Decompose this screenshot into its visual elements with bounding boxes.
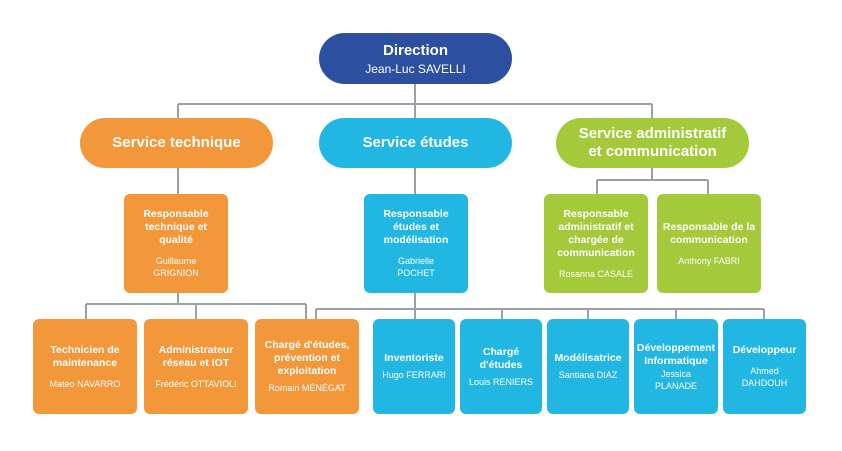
manager-communication-title: Responsable de la communication xyxy=(662,220,756,246)
service-technique-node: Service technique xyxy=(80,118,273,168)
staff-reseau-title: Administrateur réseau et IOT xyxy=(158,343,234,369)
staff-charge-etudes-name: Louis RENIERS xyxy=(468,376,534,387)
manager-etudes-title: Responsable études et modélisation xyxy=(383,208,449,246)
staff-modelisatrice-name: Santiana DIAZ xyxy=(558,370,618,380)
service-admin-title-line1: Service administratif xyxy=(578,125,727,142)
manager-admin-name: Rosanna CASALE xyxy=(558,268,634,279)
staff-inventoriste-title: Inventoriste xyxy=(384,352,444,364)
staff-prevention-title: Chargé d'études, prévention et exploitat… xyxy=(264,339,350,377)
staff-modelisatrice-node: Modélisatrice Santiana DIAZ xyxy=(547,319,629,414)
staff-dev-info-name: Jessica PLANADE xyxy=(654,368,698,391)
staff-maintenance-name: Mateo NAVARRO xyxy=(49,378,121,389)
manager-etudes-name: Gabrielle POCHET xyxy=(397,256,435,278)
staff-charge-etudes-title: Chargé d'études xyxy=(479,345,523,371)
service-admin-node: Service administratif et communication xyxy=(556,118,749,168)
manager-technique-title: Responsable technique et qualité xyxy=(143,208,209,246)
staff-inventoriste-name: Hugo FERRARI xyxy=(382,370,446,380)
staff-dev-info-title: Développement Informatique xyxy=(636,341,716,367)
service-etudes-title: Service études xyxy=(362,134,469,151)
direction-title: Direction xyxy=(382,41,448,59)
staff-inventoriste-node: Inventoriste Hugo FERRARI xyxy=(373,319,455,414)
manager-communication-node: Responsable de la communication Anthony … xyxy=(657,194,761,293)
staff-developpeur-name: Ahmed DAHDOUH xyxy=(741,366,788,388)
staff-maintenance-node: Technicien de maintenance Mateo NAVARRO xyxy=(33,319,137,414)
staff-developpeur-title: Développeur xyxy=(732,344,797,356)
staff-modelisatrice-title: Modélisatrice xyxy=(554,352,622,364)
direction-node: Direction Jean-Luc SAVELLI xyxy=(319,33,512,84)
staff-maintenance-title: Technicien de maintenance xyxy=(50,343,120,369)
staff-reseau-name: Frédéric OTTAVIOLI xyxy=(155,378,237,389)
staff-prevention-name: Romain MÉNÉGAT xyxy=(268,383,346,393)
manager-admin-node: Responsable administratif et chargée de … xyxy=(544,194,648,293)
manager-etudes-node: Responsable études et modélisation Gabri… xyxy=(364,194,468,293)
staff-charge-etudes-node: Chargé d'études Louis RENIERS xyxy=(460,319,542,414)
manager-technique-node: Responsable technique et qualité Guillau… xyxy=(124,194,228,293)
staff-reseau-node: Administrateur réseau et IOT Frédéric OT… xyxy=(144,319,248,414)
service-technique-title: Service technique xyxy=(112,134,241,151)
staff-dev-info-node: Développement Informatique Jessica PLANA… xyxy=(634,319,718,414)
service-admin-title-line2: et communication xyxy=(588,143,717,160)
service-etudes-node: Service études xyxy=(319,118,512,168)
staff-prevention-node: Chargé d'études, prévention et exploitat… xyxy=(255,319,359,414)
direction-name: Jean-Luc SAVELLI xyxy=(365,61,466,76)
manager-technique-name: Guillaume GRIGNION xyxy=(153,256,199,278)
manager-admin-title: Responsable administratif et chargée de … xyxy=(557,207,635,259)
staff-developpeur-node: Développeur Ahmed DAHDOUH xyxy=(723,319,806,414)
manager-communication-name: Anthony FABRI xyxy=(678,255,740,266)
